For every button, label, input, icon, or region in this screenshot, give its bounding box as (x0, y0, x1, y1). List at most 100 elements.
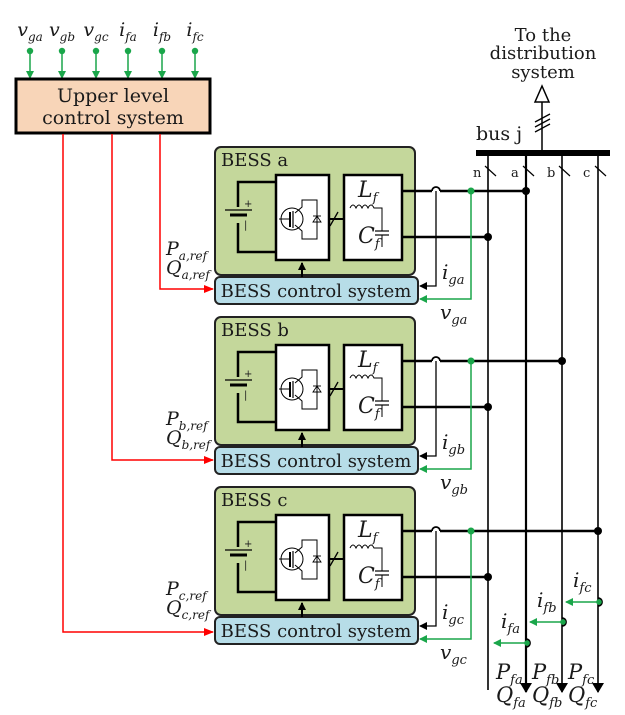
p-ref-label-sub: c,ref (179, 589, 209, 603)
inductor-label-main: L (357, 348, 373, 373)
feeder-current-label-main: i (501, 609, 507, 633)
ref-line-b (111, 134, 214, 464)
voltage-measurement-label-sub: gc (451, 653, 467, 668)
p-ref-label-sub: b,ref (179, 419, 210, 433)
battery-icon: +| (225, 369, 252, 401)
feeder-current-label: ifa (501, 609, 520, 637)
top-signal-label: vgb (49, 19, 75, 44)
feeder-current-label-main: i (573, 568, 579, 592)
bess-control-system: BESS control system (214, 276, 419, 305)
upper-level-control-box: Upper level control system (14, 77, 212, 135)
top-signal-ifb: ifb (153, 19, 171, 79)
top-signal-label: ifa (119, 19, 137, 44)
q-ref-label-sub: a,ref (182, 268, 213, 282)
bess-control-system: BESS control system (214, 446, 419, 475)
upper-box-line1: Upper level (57, 85, 169, 107)
top-signal-label-sub: ga (28, 30, 43, 44)
top-signal-label-main: v (83, 19, 94, 41)
top-signal-label: vgc (83, 19, 108, 44)
feeder-p-label-sub: fb (545, 673, 559, 688)
voltage-measurement-label-main: v (440, 640, 452, 664)
destination-line3: system (511, 62, 575, 83)
capacitor-label-sub: f (374, 577, 382, 592)
feeder-current-label-main: i (537, 588, 543, 612)
feeder-current-label-sub: fc (578, 581, 592, 596)
current-measurement-label: igc (442, 600, 465, 628)
feeder-q-label-sub: fb (548, 696, 562, 711)
feeder-q-label: Qfb (532, 683, 562, 711)
current-sensor-hop-icon (525, 638, 531, 648)
neutral-junction-dot (484, 403, 492, 411)
battery-icon: +| (225, 539, 252, 571)
inductor-label-main: L (357, 518, 373, 543)
phase-line-a: a (511, 153, 535, 693)
top-signal-label: ifc (186, 19, 204, 44)
reference-signal-lines (62, 134, 214, 636)
top-signal-ifa: ifa (119, 19, 137, 79)
top-signal-vga: vga (17, 19, 43, 79)
control-system-label: BESS control system (221, 621, 412, 642)
capacitor-label-main: C (358, 564, 375, 589)
feeder-q-label-main: Q (532, 683, 549, 707)
phase-tick-icon (484, 165, 497, 177)
inductor-icon (349, 204, 383, 231)
distribution-system-link: To the distribution system bus j (476, 25, 610, 156)
inverter-block (274, 343, 331, 432)
ref-line-c (62, 134, 214, 636)
feeder-current-label-sub: fa (506, 622, 520, 637)
current-sensor-hop-icon (597, 597, 603, 607)
inductor-label: Lf (357, 348, 380, 376)
top-signal-label-main: i (153, 19, 159, 41)
p-ref-label-main: P (165, 578, 180, 600)
current-measurement-label-sub: gb (448, 443, 465, 458)
multi-phase-slash-icon (329, 381, 339, 397)
top-signal-vgb: vgb (49, 19, 75, 79)
bess-title: BESS c (221, 490, 288, 511)
p-ref-label: Pb,ref (165, 408, 210, 433)
q-ref-label: Qc,ref (166, 597, 212, 622)
feeder-current-label: ifc (573, 568, 592, 596)
feeder-current-label: ifb (537, 588, 557, 616)
top-signal-label-sub: fa (124, 30, 137, 44)
current-measurement-line (419, 361, 437, 460)
bess-title: BESS b (221, 320, 289, 341)
phase-label-c: c (583, 166, 590, 181)
phase-line-b: b (547, 153, 571, 693)
current-sensor-hop-icon (431, 526, 441, 532)
capacitor-label: Cf (358, 224, 382, 252)
feeder-q-label: Qfa (496, 683, 526, 711)
voltage-measurement-label: vgc (440, 640, 468, 668)
voltage-measurement-label: vga (440, 300, 467, 328)
phase-tick-icon (594, 165, 607, 177)
multi-phase-slash-icon (329, 211, 339, 227)
feeder-p-label-sub: fc (581, 673, 595, 688)
q-ref-label: Qb,ref (166, 427, 213, 452)
capacitor-label: Cf (358, 394, 382, 422)
neutral-junction-dot (484, 233, 492, 241)
inductor-label-sub: f (372, 361, 380, 376)
phase-line-c: c (583, 153, 607, 693)
feeder-q-label-main: Q (496, 683, 513, 707)
phase-junction-dot (522, 187, 530, 195)
voltage-measurement-label-main: v (440, 470, 452, 494)
destination-line2: distribution (490, 43, 597, 64)
capacitor-label-sub: f (374, 237, 382, 252)
current-measurement-label-main: i (442, 430, 448, 454)
p-ref-label-sub: a,ref (179, 249, 210, 263)
capacitor-label-main: C (358, 394, 375, 419)
inductor-icon (349, 374, 383, 401)
current-measurement-label-main: i (442, 260, 448, 284)
inverter-block (274, 173, 331, 262)
p-ref-label-main: P (165, 238, 180, 260)
top-signal-vgc: vgc (83, 19, 109, 79)
control-system-label: BESS control system (221, 281, 412, 302)
battery-icon: +| (225, 199, 252, 231)
voltage-measurement-label-main: v (440, 300, 452, 324)
voltage-measurement-line (419, 531, 472, 643)
